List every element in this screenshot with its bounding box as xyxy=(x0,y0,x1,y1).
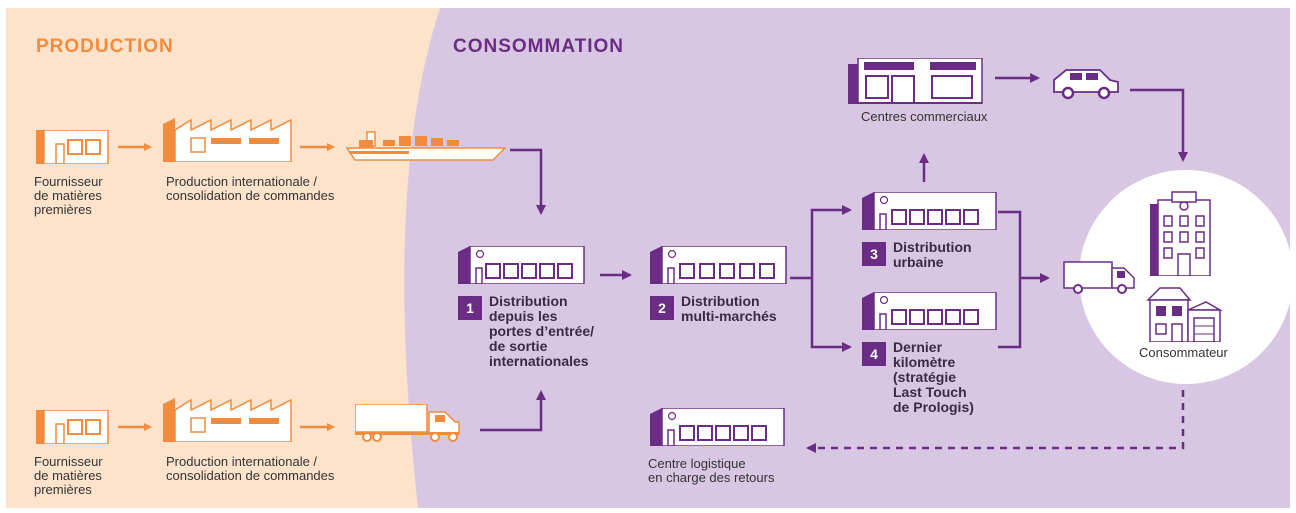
step-2: 2 Distribution multi-marchés xyxy=(650,294,777,324)
flow-arrow xyxy=(510,148,546,215)
retail-label: Centres commerciaux xyxy=(861,109,988,124)
flow-arrow xyxy=(998,210,1022,349)
supplier-warehouse-icon xyxy=(36,410,109,444)
delivery-van-icon xyxy=(1063,261,1135,294)
car-icon xyxy=(1053,69,1119,100)
section-title-production: PRODUCTION xyxy=(36,36,174,57)
flow-arrow xyxy=(810,205,852,278)
supplier-label: Fournisseur de matières premières xyxy=(34,174,103,217)
step-number: 4 xyxy=(862,342,886,366)
cargo-ship-icon xyxy=(345,131,507,161)
step-label: Distribution urbaine xyxy=(893,239,972,270)
step-number: 1 xyxy=(458,296,482,320)
section-title-consumption: CONSOMMATION xyxy=(453,36,625,57)
step-label: Distribution depuis les portes d’entrée/… xyxy=(489,293,595,369)
flow-arrow xyxy=(1130,88,1188,162)
supplier-label: Fournisseur de matières premières xyxy=(34,454,103,497)
step-label: Distribution multi-marchés xyxy=(681,293,777,324)
step-1: 1 Distribution depuis les portes d’entré… xyxy=(458,294,594,369)
store-icon xyxy=(848,58,983,104)
supplier-warehouse-icon xyxy=(36,130,109,164)
warehouse-icon xyxy=(458,246,585,284)
flow-arrow xyxy=(480,390,546,432)
consumption-panel xyxy=(404,8,1291,508)
warehouse-icon xyxy=(862,192,997,230)
warehouse-icon xyxy=(650,408,785,446)
consumer-label: Consommateur xyxy=(1139,345,1228,360)
warehouse-icon xyxy=(862,292,997,330)
factory-icon xyxy=(163,398,292,442)
truck-icon xyxy=(355,404,460,442)
apartment-building-icon xyxy=(1150,191,1211,276)
returns-arrow xyxy=(806,390,1185,453)
production-label: Production internationale / consolidatio… xyxy=(166,454,335,483)
step-number: 2 xyxy=(650,296,674,320)
flow-arrow xyxy=(810,278,852,352)
step-3: 3 Distribution urbaine xyxy=(862,240,972,270)
step-label: Dernier kilomètre (stratégie Last Touch … xyxy=(893,339,974,415)
returns-center-label: Centre logistique en charge des retours xyxy=(648,456,775,485)
step-4: 4 Dernier kilomètre (stratégie Last Touc… xyxy=(862,340,974,415)
warehouse-icon xyxy=(650,246,787,284)
factory-icon xyxy=(163,118,292,162)
consumer-circle xyxy=(1079,170,1293,384)
house-icon xyxy=(1146,287,1222,342)
step-number: 3 xyxy=(862,242,886,266)
production-label: Production internationale / consolidatio… xyxy=(166,174,335,203)
